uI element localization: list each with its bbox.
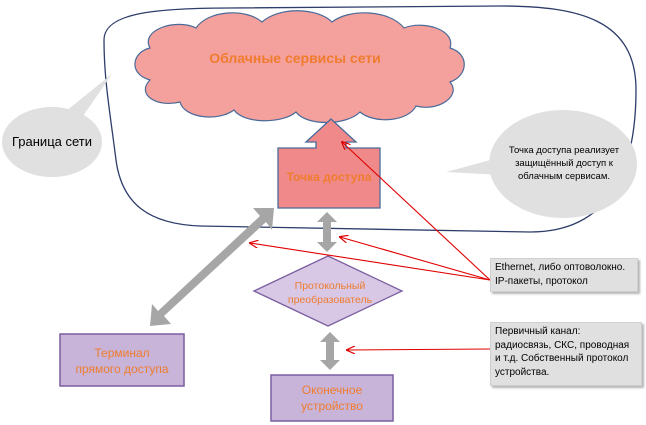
protocol-converter <box>252 255 404 327</box>
access-point-note-line: Точка доступа реализует <box>508 145 620 156</box>
end-device-label: Оконечное устройство <box>271 382 393 414</box>
pointer-ethernet-to-access-point <box>342 142 491 281</box>
double-arrow-terminal-access <box>150 208 274 326</box>
channel-note-line: устройства. <box>495 366 550 378</box>
access-point-note-line: облачным сервисам. <box>518 171 610 182</box>
double-arrow-converter-device <box>320 332 340 370</box>
access-point-box <box>277 118 381 209</box>
channel-note-line: Первичный канал: <box>495 326 581 337</box>
channel-note-line: и т.д. Собственный протокол <box>495 353 629 364</box>
protocol-converter-label: Протокольный преобразователь <box>270 279 390 307</box>
protocol-converter-label-line: преобразователь <box>287 294 373 306</box>
end-device-label-line: устройство <box>301 399 363 413</box>
boundary-label: Граница сети <box>11 134 92 149</box>
ethernet-note-line: Ethernet, либо оптоволокно. <box>495 262 626 273</box>
cloud-services <box>134 10 465 123</box>
pointer-ethernet-to-converter-link <box>340 237 491 281</box>
boundary-callout <box>2 74 112 177</box>
direct-terminal-label-line: прямого доступа <box>75 362 169 376</box>
ethernet-note: Ethernet, либо оптоволокно. IP-пакеты, п… <box>490 258 638 292</box>
direct-terminal-label: Терминал прямого доступа <box>60 345 184 377</box>
channel-note: Первичный канал: радиосвязь, СКС, провод… <box>490 322 642 386</box>
access-point-label: Точка доступа <box>286 170 372 184</box>
end-device-box <box>270 374 394 422</box>
double-arrow-access-converter <box>317 212 337 252</box>
pointer-channel-to-device-link <box>347 349 491 350</box>
end-device-label-line: Оконечное <box>301 383 363 397</box>
access-point-note-line: защищённый доступ к <box>515 158 613 169</box>
direct-terminal-box <box>59 333 185 387</box>
channel-note-line: радиосвязь, СКС, проводная <box>495 339 630 351</box>
ethernet-note-line: IP-пакеты, протокол <box>495 275 588 287</box>
cloud-title: Облачные сервисы сети <box>209 50 381 66</box>
access-point-note: Точка доступа реализует защищённый досту… <box>496 144 632 183</box>
direct-terminal-label-line: Терминал <box>94 346 150 360</box>
access-point-callout <box>446 110 637 218</box>
protocol-converter-label-line: Протокольный <box>294 280 366 292</box>
pointer-ethernet-to-terminal-link <box>250 243 491 281</box>
